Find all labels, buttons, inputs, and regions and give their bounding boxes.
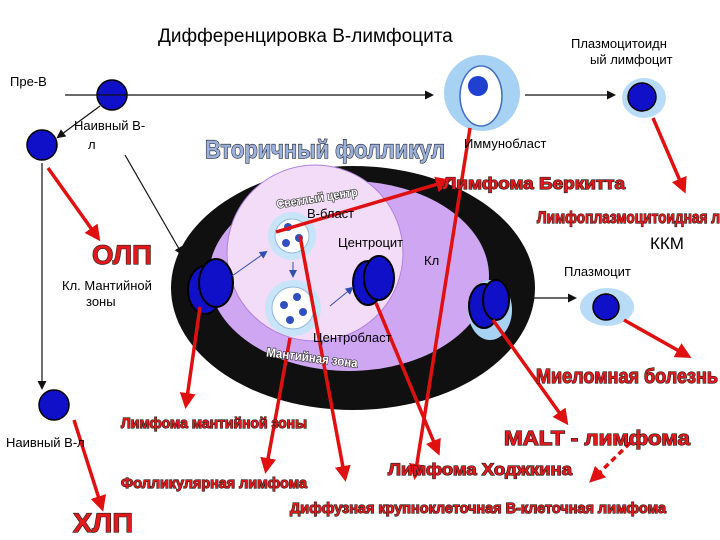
label-naive-b-1: Наивный В-	[74, 118, 145, 133]
label-centroblast: Центробласт	[313, 330, 392, 345]
plasmacytoid-cell	[622, 78, 666, 118]
red-arrow-malt	[491, 318, 569, 426]
label-plasmocyte: Плазмоцит	[564, 264, 631, 279]
label-cl: Кл	[424, 253, 439, 268]
red-arrow-diffuse	[298, 235, 351, 482]
plasmocyte-cell	[580, 288, 634, 326]
red-arrow-hlp	[72, 419, 106, 512]
red-dashed-arrow-malt	[589, 441, 632, 483]
red-arrow-immunoblast-diffuse	[408, 127, 472, 480]
centrocyte-cells	[352, 255, 395, 306]
label-mantle-cell-2: зоны	[86, 294, 116, 309]
label-b-blast: В-бласт	[307, 206, 354, 221]
wordart-follicular: Фолликулярная лимфома	[121, 475, 308, 492]
wordart-diffuse: Диффузная крупноклеточная В-клеточная ли…	[290, 500, 667, 517]
label-plasmacytoid-2: ый лимфоцит	[590, 52, 673, 67]
wordart-hodgkin: Лимфома Ходжкина	[388, 460, 573, 479]
mantle-cells-right	[468, 279, 512, 340]
arrow-naive-to-follicle	[124, 154, 183, 256]
red-arrow-mantle-lymphoma	[179, 306, 202, 409]
red-arrow-hodgkin	[374, 302, 441, 456]
red-arrow-follicular	[260, 337, 292, 474]
label-plasmacytoid-1: Плазмоцитоидн	[571, 36, 667, 51]
red-arrow-lymphoplasmacytoid	[651, 117, 687, 194]
wordart-olp: ОЛП	[92, 240, 152, 270]
wordart-secondary-follicle: Вторичный фолликул	[205, 136, 445, 164]
arrow-centroblast-to-centrocyte	[329, 286, 354, 307]
naive-b-cell-bottom	[38, 389, 70, 421]
red-arrow-olp	[46, 166, 101, 242]
wordart-hlp: ХЛП	[73, 508, 133, 538]
red-arrow-myeloma	[623, 318, 692, 358]
immunoblast-cell	[444, 55, 520, 131]
label-centrocyte: Центроцит	[338, 235, 403, 250]
label-pre-b: Пре-В	[10, 74, 47, 89]
wordart-myeloma: Миеломная болезнь	[536, 366, 718, 388]
label-immunoblast: Иммунобласт	[464, 136, 546, 151]
wordart-lymphoplasmacytoid: Лимфоплазмоцитоидная л	[537, 208, 720, 227]
arrow-mantle-to-bblast	[231, 250, 268, 277]
mantle-cells-left	[187, 258, 234, 315]
arrow-preb-to-naive	[56, 105, 101, 139]
wordart-burkitt: Лимфома Беркитта	[443, 174, 626, 193]
diagram-title: Дифференцировка В-лимфоцита	[158, 26, 453, 47]
label-naive-b-2: л	[88, 137, 96, 152]
label-naive-b-bottom: Наивный В-л	[6, 435, 85, 450]
label-kkm: ККМ	[650, 234, 684, 253]
red-arrow-burkitt	[275, 176, 452, 234]
label-mantle-cell-1: Кл. Мантийной	[62, 278, 152, 293]
wordart-malt: MALT - лимфома	[504, 428, 691, 450]
wordart-mantle-lymphoma: Лимфома мантийной зоны	[121, 415, 307, 432]
centroblast-cell	[265, 280, 321, 336]
naive-b-cell	[26, 129, 58, 161]
